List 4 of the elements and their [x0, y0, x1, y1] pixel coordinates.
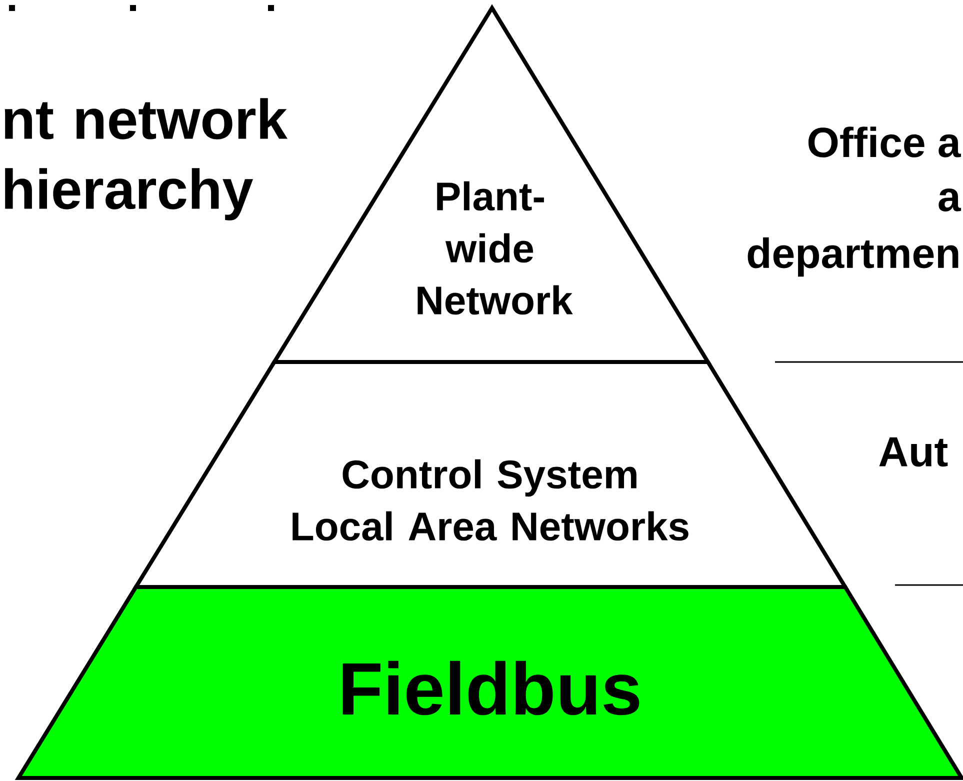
side-label: a — [938, 188, 962, 212]
side-label: Aut — [879, 437, 948, 467]
side-label: Office a — [808, 126, 962, 158]
side-label: departmen — [748, 237, 958, 277]
